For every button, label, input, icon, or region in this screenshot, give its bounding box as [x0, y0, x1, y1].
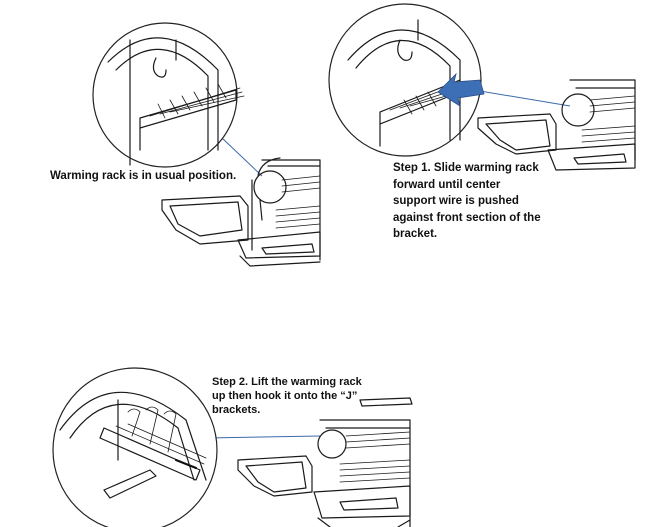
magnifier-circle	[52, 367, 218, 527]
panel-usual-position: Warming rack is in usual position.	[0, 0, 330, 270]
grill-body	[237, 397, 413, 527]
magnified-bracket-detail	[107, 37, 245, 166]
callout-line	[221, 137, 263, 177]
caption-usual-position: Warming rack is in usual position.	[50, 170, 237, 182]
grill-body	[161, 157, 321, 267]
caption-step-2: Step 2. Lift the warming rack up then ho…	[212, 376, 362, 416]
magnifier-circle	[92, 22, 238, 168]
callout-line	[205, 435, 321, 439]
arrow-left-icon	[437, 72, 485, 107]
usual-position-illustration	[92, 22, 321, 267]
magnified-bracket-detail	[59, 391, 207, 499]
magnifier-circle	[328, 3, 482, 157]
step2-illustration	[52, 367, 413, 527]
grill-body	[477, 79, 636, 171]
panel-step-1: Step 1. Slide warming rack forward until…	[320, 0, 647, 250]
panel-step-2: Step 2. Lift the warming rack up then ho…	[0, 340, 420, 527]
step1-illustration	[328, 3, 636, 171]
caption-step-1: Step 1. Slide warming rack forward until…	[393, 162, 541, 240]
